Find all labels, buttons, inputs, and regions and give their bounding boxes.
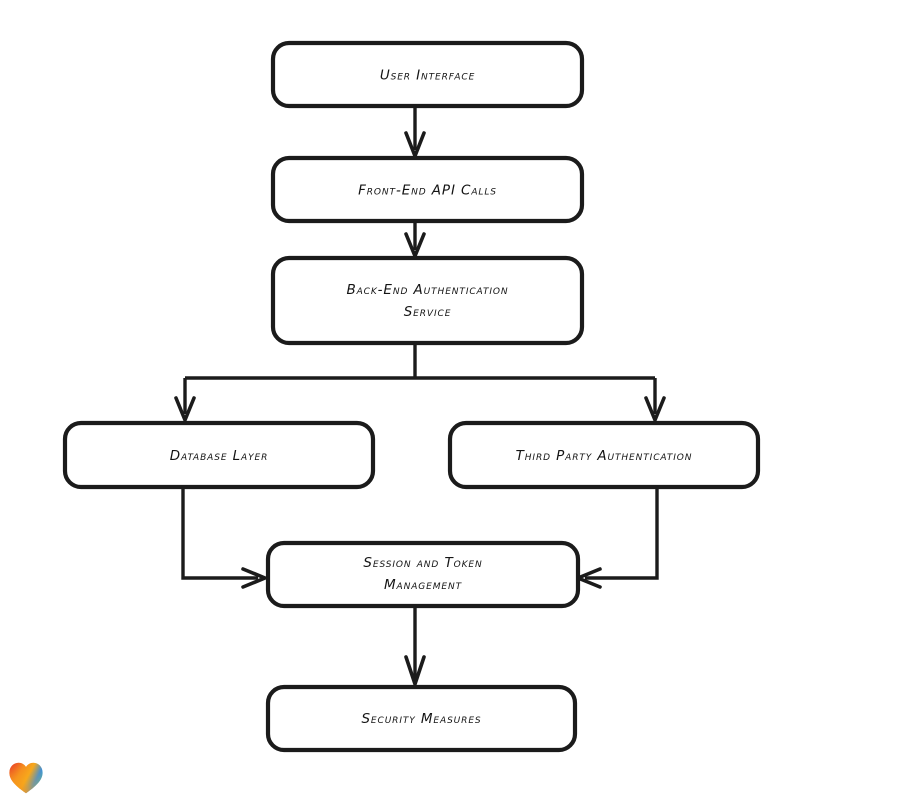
node-third-party-authentication-label: Third Party Authentication: [516, 448, 693, 464]
edge-api-to-backend: [404, 221, 426, 258]
node-security-measures[interactable]: Security Measures: [265, 684, 578, 753]
edge-ui-to-api: [404, 106, 426, 158]
node-user-interface[interactable]: User Interface: [270, 40, 585, 109]
node-back-end-authentication-service-label-line2: Service: [404, 304, 452, 320]
node-session-and-token-management-label-line1: Session and Token: [363, 555, 482, 571]
node-security-measures-label: Security Measures: [361, 711, 481, 727]
node-third-party-authentication[interactable]: Third Party Authentication: [447, 420, 761, 490]
edge-thirdparty-to-session: [576, 487, 659, 589]
node-back-end-authentication-service-label-line1: Back-End Authentication: [346, 282, 508, 298]
node-user-interface-box[interactable]: [270, 40, 585, 109]
node-session-and-token-management-box[interactable]: [265, 540, 581, 609]
node-user-interface-label: User Interface: [380, 68, 475, 84]
node-front-end-api-calls-label: Front-End API Calls: [358, 183, 497, 199]
edge-session-to-security: [404, 606, 426, 686]
node-session-and-token-management[interactable]: Session and Token Management: [265, 540, 581, 609]
node-database-layer-box[interactable]: [62, 420, 376, 490]
node-session-and-token-management-label-line2: Management: [384, 577, 463, 593]
node-database-layer[interactable]: Database Layer: [62, 420, 376, 490]
node-third-party-authentication-box[interactable]: [447, 420, 761, 490]
node-back-end-authentication-service[interactable]: Back-End Authentication Service: [270, 255, 585, 346]
heart-icon: [9, 762, 43, 794]
node-database-layer-label: Database Layer: [170, 448, 268, 464]
node-back-end-authentication-service-box[interactable]: [270, 255, 585, 346]
edge-backend-branch-trunk: [185, 343, 655, 380]
edge-backend-to-database: [174, 378, 196, 422]
edge-database-to-session: [181, 487, 267, 589]
node-security-measures-box[interactable]: [265, 684, 578, 753]
node-front-end-api-calls[interactable]: Front-End API Calls: [270, 155, 585, 224]
node-front-end-api-calls-box[interactable]: [270, 155, 585, 224]
edge-backend-to-thirdparty: [644, 378, 666, 422]
